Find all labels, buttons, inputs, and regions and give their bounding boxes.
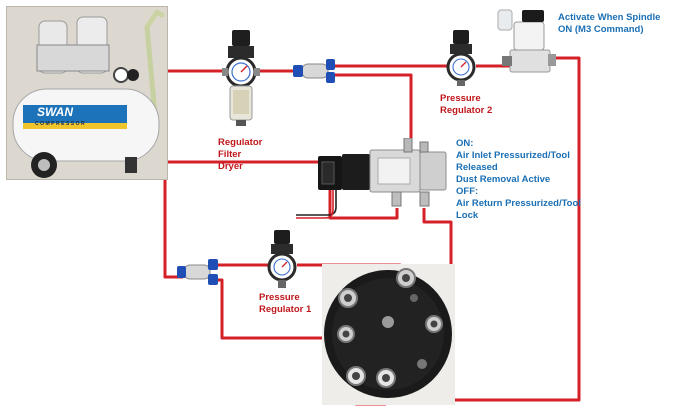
label-line: Dust Removal Active	[456, 174, 551, 185]
compressor-illustration	[7, 7, 167, 179]
label-regulator-filter-dryer: Regulator Filter Dryer	[218, 137, 262, 173]
five-two-solenoid-valve	[316, 137, 450, 210]
pressure-regulator-1	[265, 230, 299, 290]
label-line: Regulator 2	[440, 105, 493, 116]
label-line: ON:	[456, 138, 474, 149]
label-line: Dryer	[218, 161, 243, 172]
solenoid-wires	[296, 190, 337, 219]
wire-black	[296, 190, 337, 216]
regulator-filter-dryer	[218, 28, 264, 128]
label-line: Activate When Spindle	[558, 12, 661, 23]
tool-changer-plate	[322, 264, 455, 405]
push-in-tee-fitting-left	[176, 258, 220, 286]
pressure-regulator-2	[444, 30, 478, 88]
push-in-tee-fitting-top	[292, 58, 336, 84]
label-line: Air Inlet Pressurized/Tool	[456, 150, 570, 161]
label-line: Air Return Pressurized/Tool	[456, 198, 581, 209]
air-line-tee-to-solenoid-valve	[334, 73, 413, 145]
label-line: Pressure	[259, 292, 300, 303]
label-line: Regulator 1	[259, 304, 312, 315]
spindle-solenoid-valve	[496, 6, 556, 76]
compressor-brand: SWAN	[37, 105, 73, 119]
wire-red	[296, 190, 334, 219]
label-line: OFF:	[456, 186, 479, 197]
label-line: Regulator	[218, 137, 263, 148]
compressor-photo: SWAN COMPRESSOR	[6, 6, 168, 180]
label-line: Released	[456, 162, 498, 173]
label-line: ON (M3 Command)	[558, 24, 644, 35]
label-line: Lock	[456, 210, 479, 221]
label-pressure-regulator-1: Pressure Regulator 1	[259, 292, 311, 316]
compressor-brand-subtitle: COMPRESSOR	[35, 121, 87, 127]
label-line: Filter	[218, 149, 242, 160]
label-spindle-valve: Activate When Spindle ON (M3 Command)	[558, 12, 660, 36]
label-pressure-regulator-2: Pressure Regulator 2	[440, 93, 492, 117]
label-line: Pressure	[440, 93, 481, 104]
label-valve-states: ON: Air Inlet Pressurized/Tool Released …	[456, 138, 581, 222]
